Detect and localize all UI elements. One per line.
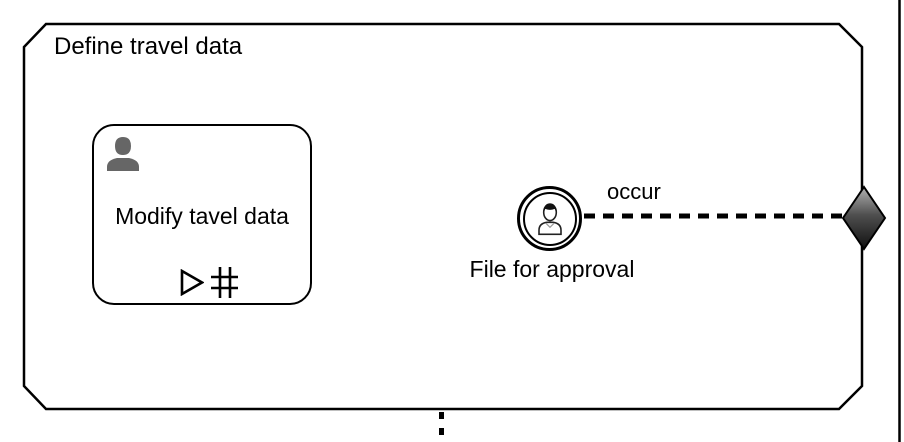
task-markers bbox=[180, 267, 238, 298]
person-bust-icon bbox=[537, 202, 562, 235]
task-label: Modify tavel data bbox=[115, 203, 289, 229]
event-label: File for approval bbox=[469, 256, 635, 282]
process-title: Define travel data bbox=[54, 33, 243, 60]
process-container-border[interactable] bbox=[22, 22, 864, 411]
hash-marker-icon bbox=[211, 267, 238, 298]
event-node-file-for-approval[interactable] bbox=[517, 186, 582, 251]
event-inner-ring bbox=[522, 191, 577, 246]
task-node-modify-travel-data[interactable]: Modify tavel data bbox=[92, 124, 312, 305]
milestone-diamond-node[interactable] bbox=[841, 185, 887, 251]
person-silhouette-icon bbox=[107, 137, 139, 171]
triangle-play-marker-icon bbox=[180, 269, 204, 296]
association-label: occur bbox=[607, 179, 661, 204]
